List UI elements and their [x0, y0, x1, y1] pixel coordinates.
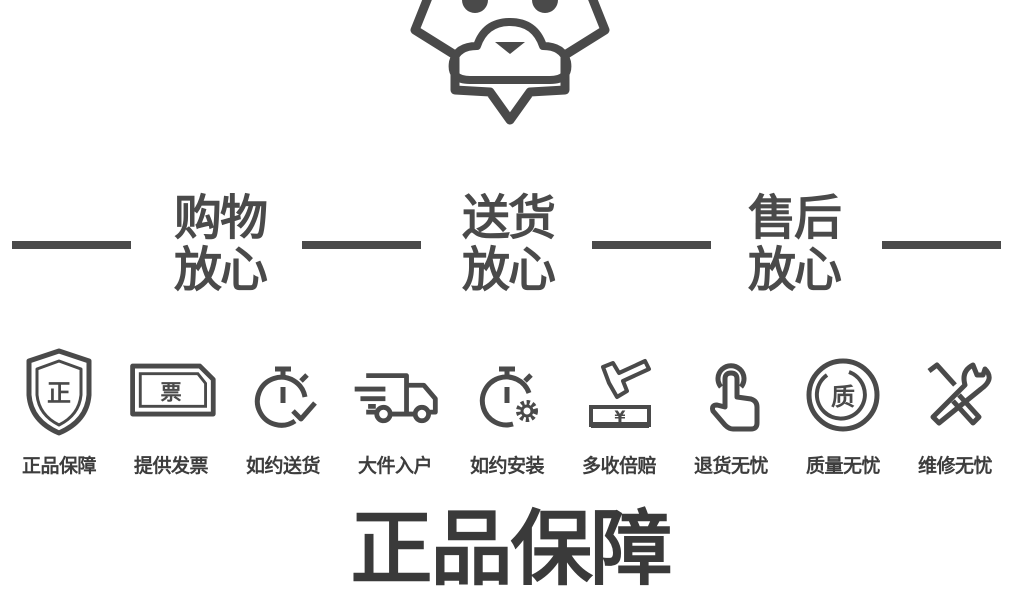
heading-line1: 购物: [173, 190, 268, 246]
feature-quality: 质 质量无忧: [787, 345, 899, 478]
feature-bulky-delivery: 大件入户: [339, 345, 451, 478]
feature-authentic: 正 正品保障: [3, 345, 115, 478]
truck-icon: [354, 373, 438, 424]
stopwatch-check-icon: [254, 366, 317, 428]
invoice-icon: 票: [130, 363, 216, 417]
section-title: 正品保障: [350, 502, 672, 597]
stopwatch-gear-icon: [479, 366, 538, 428]
feature-delivery-ontime: 如约送货: [227, 345, 339, 478]
quality-seal-icon: 质: [806, 358, 880, 432]
divider-line: [12, 241, 131, 249]
feature-label: 大件入户: [357, 455, 433, 477]
bear-logo-icon: [410, 0, 610, 125]
feature-label: 如约安装: [469, 455, 545, 477]
heading-shopping: 购物 放心: [160, 192, 280, 296]
feature-overcharge-compensation: ¥ 多收倍赔: [563, 345, 675, 478]
tools-icon: [927, 362, 992, 426]
heading-line2: 放心: [461, 242, 556, 298]
feature-label: 退货无忧: [693, 455, 769, 477]
hand-tap-icon: [710, 363, 760, 432]
feature-install-ontime: 如约安装: [451, 345, 563, 478]
feature-label: 提供发票: [133, 455, 209, 477]
svg-text:¥: ¥: [614, 407, 625, 426]
svg-text:质: 质: [831, 383, 855, 411]
feature-repair: 维修无忧: [899, 345, 1011, 478]
feature-label: 多收倍赔: [581, 455, 657, 477]
divider-line: [302, 241, 421, 249]
divider-line: [592, 241, 711, 249]
feature-label: 正品保障: [21, 455, 97, 477]
heading-aftersales: 售后 放心: [734, 192, 854, 296]
heading-line2: 放心: [173, 242, 268, 298]
feature-label: 维修无忧: [917, 455, 993, 477]
heading-delivery: 送货 放心: [448, 192, 568, 296]
gavel-money-icon: ¥: [589, 359, 651, 428]
heading-line1: 送货: [461, 190, 556, 246]
heading-line2: 放心: [747, 242, 842, 298]
svg-text:正: 正: [47, 379, 71, 407]
divider-line: [882, 241, 1001, 249]
feature-return: 退货无忧: [675, 345, 787, 478]
svg-text:票: 票: [160, 380, 181, 405]
feature-invoice: 票 提供发票: [115, 345, 227, 478]
shield-icon: 正: [26, 348, 92, 436]
feature-label: 如约送货: [245, 455, 321, 477]
heading-line1: 售后: [747, 190, 842, 246]
feature-label: 质量无忧: [805, 455, 881, 477]
